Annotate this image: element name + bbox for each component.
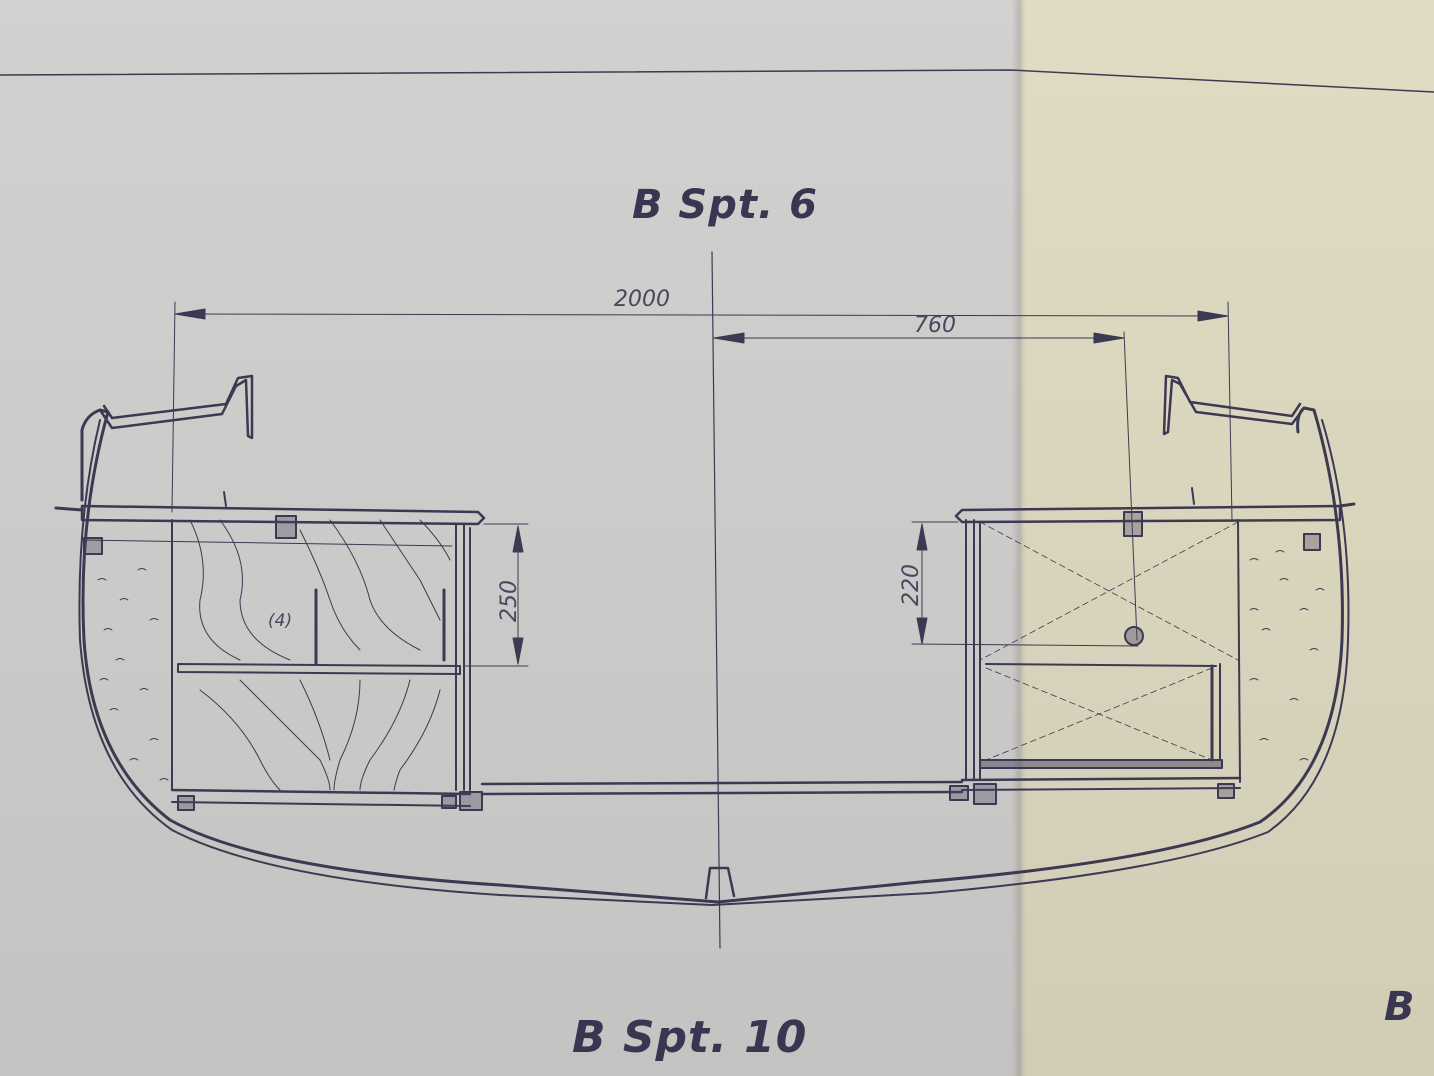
- paper-right-panel: [1022, 0, 1434, 1076]
- left-rub-rail: [54, 506, 84, 512]
- dim-line-2000: [174, 313, 1229, 317]
- ext-line-left: [171, 301, 176, 513]
- dim-label-250: 250: [497, 580, 522, 622]
- dim-arrow-left: [174, 308, 206, 320]
- right-locker-knob: [1124, 626, 1144, 646]
- right-bench-base: [960, 776, 1242, 782]
- dim-label-760: 760: [914, 313, 956, 338]
- right-shelf: [985, 663, 1217, 667]
- left-floor-block-b: [441, 795, 457, 809]
- right-bench-base-2: [961, 787, 1241, 791]
- right-floor-block-c: [1217, 783, 1235, 799]
- dim-label-2000: 2000: [614, 287, 670, 312]
- dim-arrow-250-bottom: [512, 637, 524, 665]
- dim-arrow-220-top: [916, 523, 928, 551]
- right-bench-front: [1237, 519, 1241, 783]
- right-bench-top: [954, 504, 1342, 524]
- right-drawer-base: [979, 759, 1223, 769]
- left-shelf: [177, 663, 461, 675]
- top-border-line: [0, 69, 1434, 93]
- part-label: (4): [268, 611, 292, 631]
- right-batten-block: [1123, 511, 1143, 537]
- right-rub-rail: [1338, 502, 1356, 508]
- right-deck: [1162, 374, 1306, 436]
- left-batten-block: [275, 515, 297, 539]
- right-floor-block-a: [949, 785, 969, 801]
- left-deck: [98, 374, 254, 440]
- right-locker-cross: [979, 521, 1239, 761]
- section-title-bottom: B Spt. 10: [572, 1012, 808, 1063]
- left-fill-line: [81, 539, 453, 547]
- paper-fold: [1012, 0, 1026, 1076]
- section-title-edge: B: [1384, 984, 1415, 1030]
- wood-grain: [189, 519, 451, 791]
- dim-arrow-right: [1197, 310, 1229, 322]
- dim-arrow-250-top: [512, 525, 524, 553]
- hull-outer: [80, 406, 1344, 904]
- section-title-top: B Spt. 6: [632, 182, 818, 228]
- right-side-block: [1303, 533, 1321, 551]
- hull-inner: [78, 419, 1350, 906]
- dim-arrow-760-right: [1093, 332, 1125, 344]
- center-floor: [480, 780, 964, 796]
- dim-arrow-760-left: [713, 332, 745, 344]
- left-bench-top: [80, 504, 486, 526]
- right-floor-block-b: [973, 783, 997, 805]
- keel-block: [704, 866, 736, 900]
- left-locker-wall: [455, 523, 471, 791]
- dim-label-220: 220: [899, 564, 924, 606]
- left-floor-block-c: [459, 791, 483, 811]
- dim-arrow-220-bottom: [916, 617, 928, 645]
- right-bench-pin: [1191, 487, 1195, 505]
- ext-line-760: [1123, 331, 1138, 641]
- ext-line-220-bottom: [911, 643, 1139, 647]
- left-flotation-fill: [97, 568, 169, 781]
- left-floor-block-a: [177, 795, 195, 811]
- left-bench-pin: [223, 491, 227, 507]
- right-locker-wall: [965, 519, 981, 781]
- centerline: [711, 251, 721, 949]
- left-bench-base: [170, 788, 472, 796]
- ext-line-right: [1227, 301, 1233, 521]
- left-bench-base-2: [171, 801, 471, 807]
- left-side-block: [83, 537, 103, 555]
- right-flotation-fill: [1249, 550, 1325, 761]
